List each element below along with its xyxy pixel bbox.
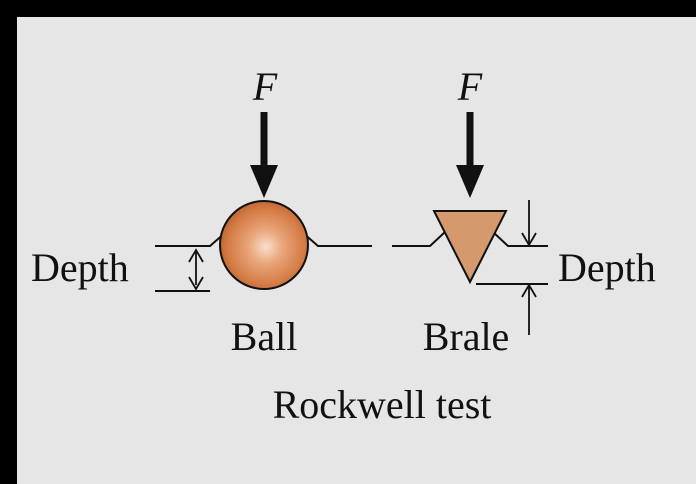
brale-surface-line	[392, 231, 548, 247]
brale-depth-label: Depth	[558, 245, 656, 290]
brale-force-arrow	[456, 112, 484, 198]
figure-panel	[17, 17, 696, 484]
brale-label: Brale	[423, 314, 510, 359]
brale-indenter	[432, 210, 508, 285]
ball-label: Ball	[231, 314, 298, 359]
brale-depth-arrow-down	[521, 200, 537, 247]
ball-force-label: F	[252, 64, 278, 109]
ball-force-arrow	[250, 112, 278, 198]
ball-indenter	[219, 200, 309, 290]
brale-force-label: F	[457, 64, 483, 109]
ball-depth-indicator	[155, 248, 210, 292]
brale-depth-arrow-up	[521, 283, 537, 335]
figure-caption: Rockwell test	[273, 382, 492, 427]
ball-depth-label: Depth	[31, 245, 129, 290]
